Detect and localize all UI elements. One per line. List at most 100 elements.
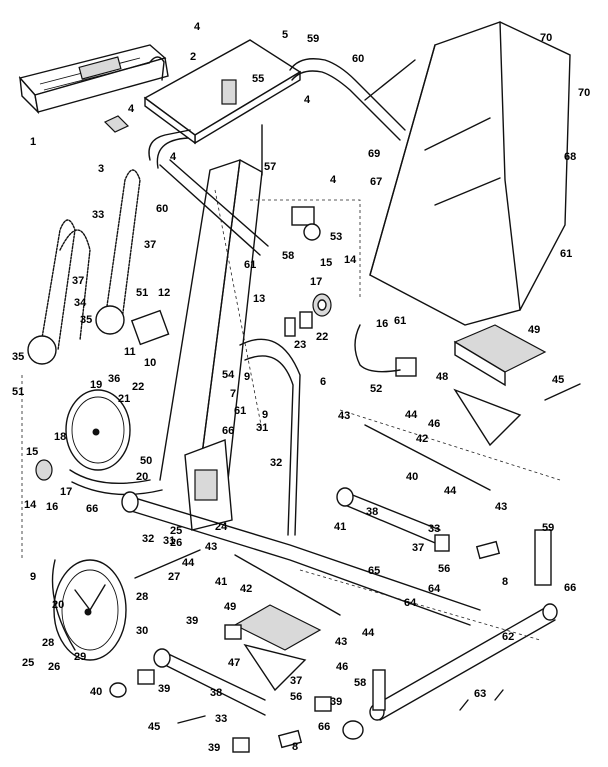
callout-70: 70 [578,87,590,99]
callout-27: 27 [168,571,180,583]
callout-33: 33 [428,523,440,535]
tube-end-cap [121,491,139,513]
callout-23: 23 [294,339,306,351]
callout-32: 32 [270,457,282,469]
callout-43: 43 [335,636,347,648]
callout-22: 22 [316,331,328,343]
callout-39: 39 [158,683,170,695]
callout-31: 31 [163,535,175,547]
tie-rod-69a [364,59,416,101]
pedal-lower [233,604,322,692]
callout-14: 14 [344,254,357,266]
callout-30: 30 [136,625,148,637]
tie-rod-69b [424,117,491,151]
callout-29: 29 [74,651,86,663]
pivot-block [194,469,218,501]
callout-31: 31 [256,422,268,434]
callout-20: 20 [136,471,148,483]
callout-8: 8 [502,576,508,588]
callout-17: 17 [60,486,72,498]
callout-28: 28 [136,591,148,603]
callout-40: 40 [406,471,418,483]
drive-chains [27,169,141,365]
callout-4: 4 [304,94,311,106]
crank-rod-lower [234,554,341,616]
rear-crossbar [374,604,556,721]
callout-5: 5 [282,29,288,41]
callout-51: 51 [136,287,148,299]
callout-6: 6 [320,376,326,388]
callout-33: 33 [215,713,227,725]
callout-48: 48 [436,371,448,383]
callout-55: 55 [252,73,264,85]
main-upright [159,159,263,481]
callout-62: 62 [502,631,514,643]
callout-39: 39 [186,615,198,627]
pad-part [103,115,130,133]
callout-47: 47 [228,657,240,669]
callout-46: 46 [336,661,348,673]
callout-25: 25 [22,657,34,669]
callout-16: 16 [46,501,58,513]
pedal-arm-upper [339,489,441,546]
callout-39: 39 [208,742,220,754]
callout-60: 60 [352,53,364,65]
callout-38: 38 [210,687,222,699]
callout-58: 58 [354,677,366,689]
callout-43: 43 [205,541,217,553]
console-display [18,44,169,115]
callout-21: 21 [118,393,130,405]
callout-1: 1 [30,136,36,148]
callout-12: 12 [158,287,170,299]
guide-line [250,199,361,300]
callout-61: 61 [244,259,256,271]
callout-45: 45 [552,374,564,386]
flywheel [53,559,127,661]
callout-16: 16 [376,318,388,330]
callout-9: 9 [244,371,250,383]
base-frame-tube [124,494,481,626]
callout-4: 4 [128,103,135,115]
callout-59: 59 [542,522,554,534]
callout-52: 52 [370,383,382,395]
callout-14: 14 [24,499,37,511]
callout-4: 4 [194,21,201,33]
callout-18: 18 [54,431,66,443]
callout-66: 66 [318,721,330,733]
callout-9: 9 [262,409,268,421]
callout-65: 65 [368,565,380,577]
upper-handlebar [289,58,406,141]
callout-26: 26 [170,537,182,549]
callout-7: 7 [230,388,236,400]
callout-46: 46 [428,418,440,430]
callout-49: 49 [528,324,540,336]
callout-64: 64 [428,583,441,595]
callout-9: 9 [30,571,36,583]
front-handlebar [148,129,191,169]
callout-44: 44 [362,627,375,639]
callout-51: 51 [12,386,24,398]
callout-37: 37 [290,675,302,687]
drive-belt-lower [51,559,76,651]
callout-38: 38 [366,506,378,518]
rear-leg-59 [534,529,552,586]
callout-37: 37 [412,542,424,554]
callout-57: 57 [264,161,276,173]
callout-25: 25 [170,525,182,537]
rear-shroud [369,21,571,326]
callout-64: 64 [404,597,417,609]
callout-26: 26 [48,661,60,673]
callout-22: 22 [132,381,144,393]
callout-33: 33 [92,209,104,221]
drive-belt-upper [69,469,163,496]
crank-rod-upper [364,424,491,491]
callout-56: 56 [438,563,450,575]
rear-leg-58 [372,669,386,711]
callout-66: 66 [222,425,234,437]
pedal-upper [453,324,547,447]
callout-41: 41 [334,521,346,533]
callout-44: 44 [444,485,457,497]
callout-37: 37 [144,239,156,251]
